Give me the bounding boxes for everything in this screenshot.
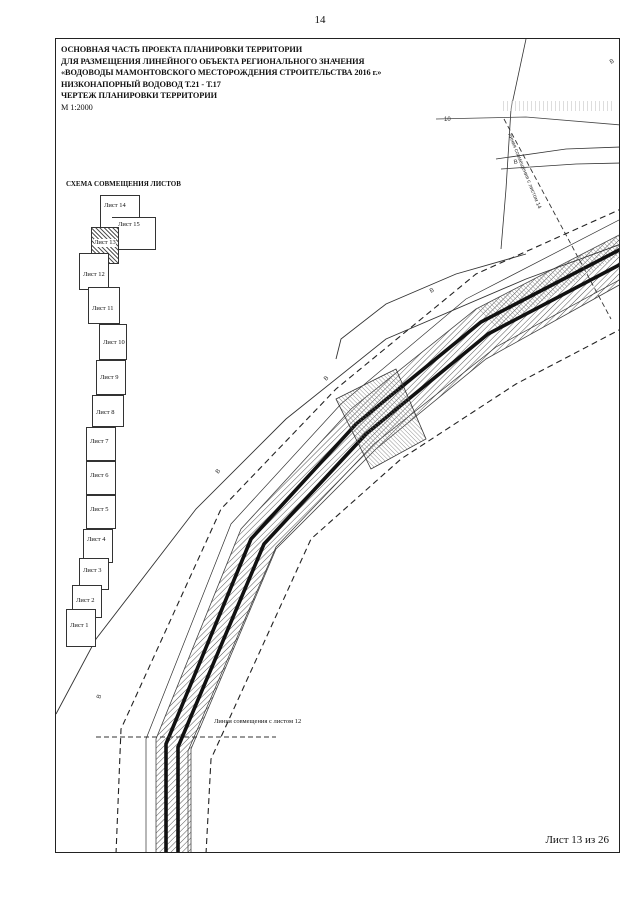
pipeline-line-1 (164, 248, 619, 852)
sheet-box-4[interactable]: Лист 4 (83, 529, 113, 563)
title-line-3: «ВОДОВОДЫ МАМОНТОВСКОГО МЕСТОРОЖДЕНИЯ СТ… (61, 68, 382, 77)
sheet-label-15: Лист 15 (118, 221, 140, 229)
join-line-bottom-label: Линия совмещения с листом 12 (214, 718, 302, 725)
sheet-box-11[interactable]: Лист 11 (88, 287, 120, 324)
sheet-label-3: Лист 3 (83, 567, 102, 575)
contour-label-v-6: В (96, 694, 103, 700)
sheet-label-6: Лист 6 (90, 472, 109, 480)
sheet-box-5[interactable]: Лист 5 (86, 495, 116, 529)
sheet-label-4: Лист 4 (87, 536, 106, 544)
scheme-title: СХЕМА СОВМЕЩЕНИЯ ЛИСТОВ (66, 180, 181, 188)
upper-right-line (500, 39, 527, 250)
sheet-box-1[interactable]: Лист 1 (66, 609, 96, 647)
sheet-label-5: Лист 5 (90, 506, 109, 514)
page-number: 14 (314, 14, 326, 26)
sheet-label-8: Лист 8 (96, 409, 115, 417)
existing-line-v (56, 244, 619, 715)
sheet-label-12: Лист 12 (83, 271, 105, 279)
sheet-box-3[interactable]: Лист 3 (79, 558, 109, 590)
upper-right-road-2 (500, 162, 619, 170)
pipeline-line-2 (176, 263, 619, 852)
contour-label-v-4: В (513, 159, 518, 166)
title-line-5: ЧЕРТЕЖ ПЛАНИРОВКИ ТЕРРИТОРИИ (61, 91, 217, 100)
survey-line (145, 219, 619, 852)
sheet-box-9[interactable]: Лист 9 (96, 360, 126, 395)
boundary-dashed-left (115, 209, 619, 852)
plan-map: В В В В В В 10 линия совмещения с листом… (56, 39, 619, 852)
title-line-1: ОСНОВНАЯ ЧАСТЬ ПРОЕКТА ПЛАНИРОВКИ ТЕРРИТ… (61, 45, 303, 54)
join-line-top (503, 118, 612, 320)
contour-label-10: 10 (444, 117, 451, 123)
sheet-label-10: Лист 10 (103, 339, 125, 347)
sheet-label-9: Лист 9 (100, 374, 119, 382)
sheet-label-2: Лист 2 (76, 597, 95, 605)
sheet-box-7[interactable]: Лист 7 (86, 427, 116, 461)
sheet-box-6[interactable]: Лист 6 (86, 461, 116, 495)
survey-line-right (187, 279, 619, 852)
contour-line-10 (435, 116, 619, 126)
drawing-frame: В В В В В В 10 линия совмещения с листом… (55, 38, 620, 853)
contour-label-v-1: В (215, 468, 222, 475)
crossing-area (335, 368, 427, 470)
scan-noise (503, 101, 613, 111)
sheet-box-10[interactable]: Лист 10 (99, 324, 127, 360)
sheet-counter: Лист 13 из 26 (545, 834, 609, 846)
sheet-label-13: Лист 13 (94, 239, 116, 247)
existing-line-v-upper (335, 253, 527, 360)
sheet-label-7: Лист 7 (90, 438, 109, 446)
sheet-label-14: Лист 14 (104, 202, 126, 210)
title-line-4: НИЗКОНАПОРНЫЙ ВОДОВОД Т.21 - Т.17 (61, 79, 221, 89)
sheet-label-11: Лист 11 (92, 305, 114, 313)
sheet-box-12[interactable]: Лист 12 (79, 253, 109, 290)
title-line-2: ДЛЯ РАЗМЕЩЕНИЯ ЛИНЕЙНОГО ОБЪЕКТА РЕГИОНА… (61, 56, 365, 66)
scale-label: М 1:2000 (61, 102, 93, 112)
contour-label-v-5: В (609, 59, 615, 66)
right-of-way-band (155, 234, 619, 852)
upper-right-road (495, 146, 619, 160)
contour-label-v-2: В (323, 375, 330, 382)
boundary-dashed-right (205, 329, 619, 852)
join-note-top: линия совмещения с листом 14 (506, 133, 542, 210)
contour-label-v-3: В (429, 288, 435, 295)
sheet-label-1: Лист 1 (70, 622, 89, 630)
title-block: ОСНОВНАЯ ЧАСТЬ ПРОЕКТА ПЛАНИРОВКИ ТЕРРИТ… (61, 44, 381, 113)
sheet-box-15[interactable]: Лист 15 (112, 217, 156, 250)
sheet-box-8[interactable]: Лист 8 (92, 395, 124, 427)
